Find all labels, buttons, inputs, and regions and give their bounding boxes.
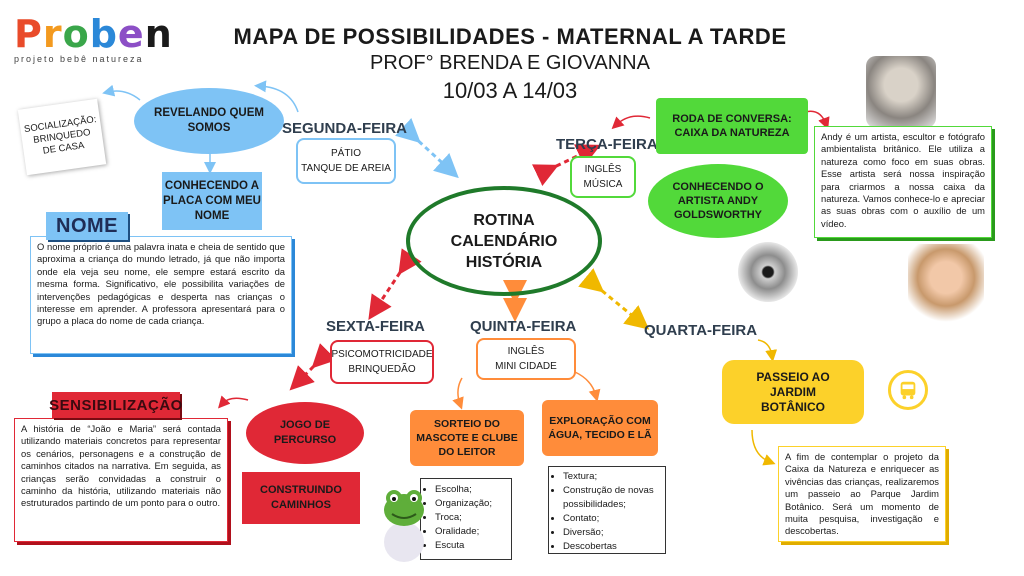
artwork-photo xyxy=(738,242,798,302)
bus-icon-glyph xyxy=(900,381,916,400)
logo-subtitle: projeto bebê natureza xyxy=(14,54,144,64)
list-item: Escolha; xyxy=(435,483,511,497)
exploracao-items: Textura; Construção de novas possibilida… xyxy=(549,470,665,554)
exploracao-list: Textura; Construção de novas possibilida… xyxy=(548,466,666,554)
list-item: Descobertas xyxy=(563,540,665,554)
sorteio-items: Escolha; Organização; Troca; Oralidade; … xyxy=(421,483,511,553)
child-photo xyxy=(908,244,984,328)
proben-logo: Proben projeto bebê natureza xyxy=(14,12,173,74)
page-subtitle: PROF° BRENDA E GIOVANNA xyxy=(370,52,650,74)
sensibilizacao-title: SENSIBILIZAÇÃO xyxy=(49,392,182,418)
list-item: Oralidade; xyxy=(435,525,511,539)
exploracao-node: EXPLORAÇÃO COM ÁGUA, TECIDO E LÃ xyxy=(542,400,658,456)
andy-textbox: Andy é um artista, escultor e fotógrafo … xyxy=(814,126,992,238)
page-title: MAPA DE POSSIBILIDADES - MATERNAL A TARD… xyxy=(233,24,787,49)
socializacao-note: SOCIALIZAÇÃO: BRINQUEDO DE CASA xyxy=(17,98,107,176)
day-label-tuesday: TERÇA-FEIRA xyxy=(556,136,658,153)
list-item: Contato; xyxy=(563,512,665,526)
construindo-caminhos-node: CONSTRUINDO CAMINHOS xyxy=(242,472,360,524)
artist-photo xyxy=(866,56,936,128)
list-item: Escuta xyxy=(435,539,511,553)
conhecendo-artista-node: CONHECENDO O ARTISTA ANDY GOLDSWORTHY xyxy=(648,164,788,238)
list-item: Construção de novas possibilidades; xyxy=(563,484,665,512)
day-label-friday: SEXTA-FEIRA xyxy=(326,318,425,335)
jogo-percurso-node: JOGO DE PERCURSO xyxy=(246,402,364,464)
sensibilizacao-textbox: A história de “João e Maria” será contad… xyxy=(14,418,228,542)
list-item: Organização; xyxy=(435,497,511,511)
list-item: Textura; xyxy=(563,470,665,484)
nome-textbox: O nome próprio é uma palavra inata e che… xyxy=(30,236,292,354)
passeio-textbox: A fim de contemplar o projeto da Caixa d… xyxy=(778,446,946,542)
conhecendo-placa-node: CONHECENDO A PLACA COM MEU NOME xyxy=(162,172,262,230)
revelando-quem-somos-node: REVELANDO QUEM SOMOS xyxy=(134,88,284,154)
bus-icon xyxy=(888,370,928,410)
logo-wordmark: Proben xyxy=(14,12,173,56)
day-label-thursday: QUINTA-FEIRA xyxy=(470,318,577,335)
page-dates: 10/03 A 14/03 xyxy=(442,78,578,103)
roda-conversa-node: RODA DE CONVERSA: CAIXA DA NATUREZA xyxy=(656,98,808,154)
nome-title: NOME xyxy=(46,212,128,240)
frog-mascot-illustration xyxy=(380,488,428,564)
center-routine-node: ROTINA CALENDÁRIO HISTÓRIA xyxy=(406,186,602,296)
list-item: Diversão; xyxy=(563,526,665,540)
day-label-monday: SEGUNDA-FEIRA xyxy=(282,120,408,137)
day-label-wednesday: QUARTA-FEIRA xyxy=(644,322,758,339)
frog-mascot-icon xyxy=(384,490,424,562)
list-item: Troca; xyxy=(435,511,511,525)
sorteio-list: Escolha; Organização; Troca; Oralidade; … xyxy=(420,478,512,560)
sorteio-node: SORTEIO DO MASCOTE E CLUBE DO LEITOR xyxy=(410,410,524,466)
passeio-node: PASSEIO AO JARDIM BOTÂNICO xyxy=(722,360,864,424)
